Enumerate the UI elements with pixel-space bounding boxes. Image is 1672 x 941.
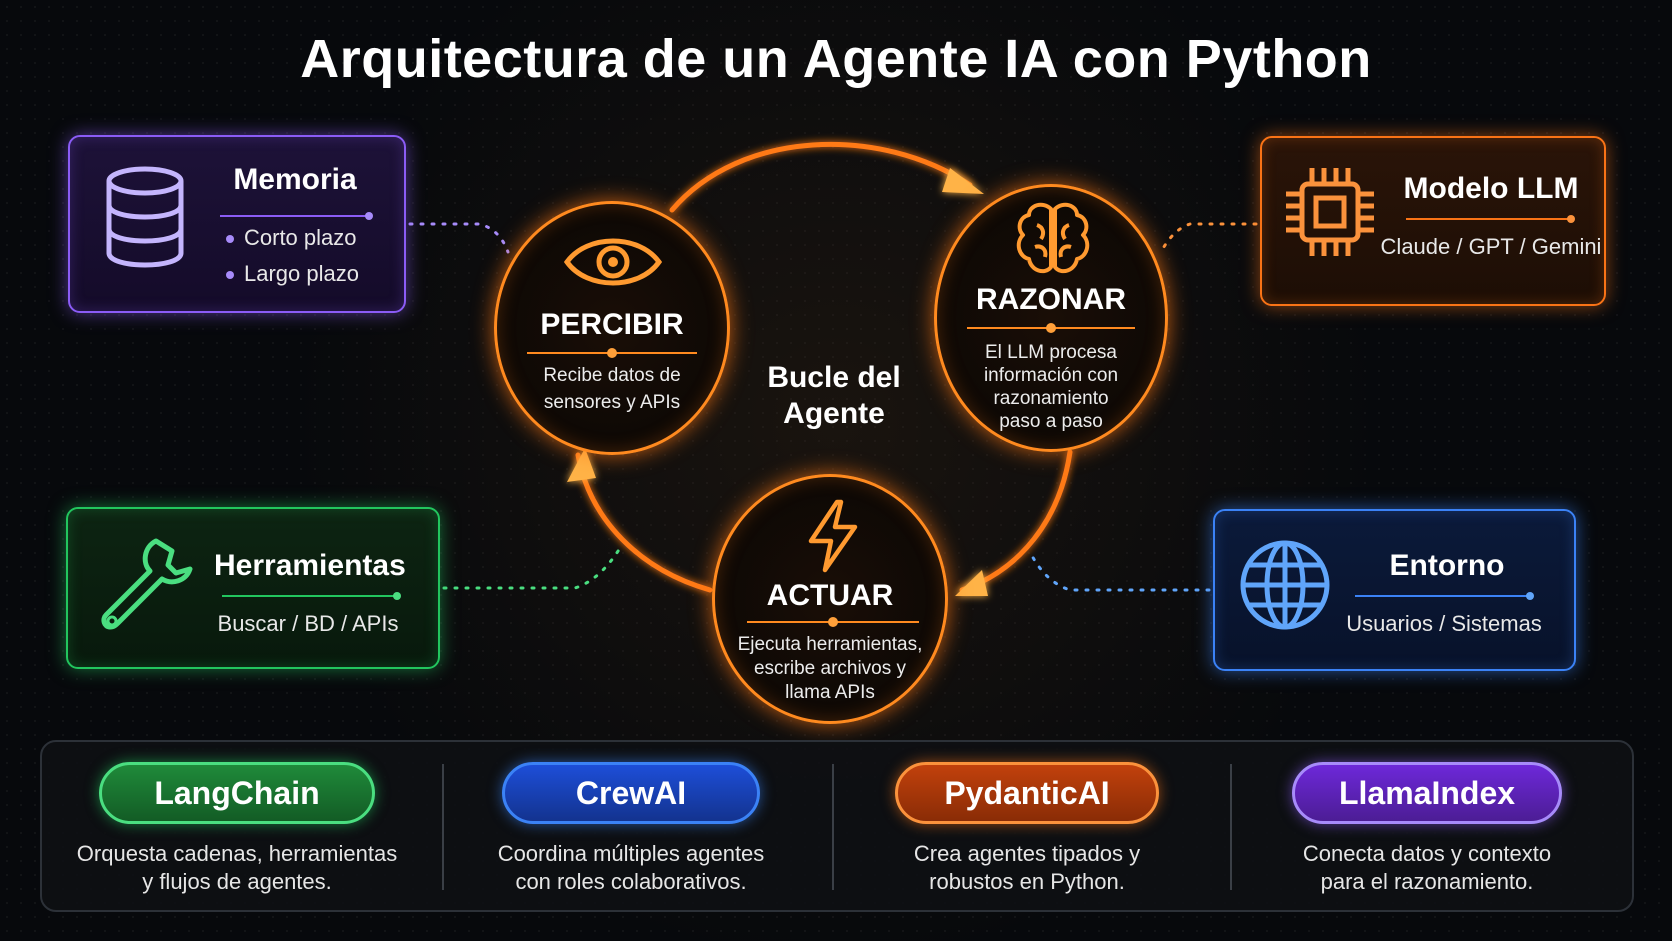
connector-herramientas (442, 546, 622, 590)
separator (442, 764, 444, 890)
herramientas-divider (222, 592, 401, 600)
chip-icon (1286, 168, 1374, 256)
pydanticai-desc-2: robustos en Python. (929, 869, 1125, 894)
crewai-desc-2: con roles colaborativos. (515, 869, 747, 894)
framework-langchain: LangChain Orquesta cadenas, herramientas… (42, 742, 432, 910)
entorno-subtitle: Usuarios / Sistemas (1346, 611, 1542, 636)
connector-memoria (408, 222, 510, 254)
separator (832, 764, 834, 890)
modelo-llm-subtitle: Claude / GPT / Gemini (1380, 234, 1602, 259)
loop-center-label-line2: Agente (783, 397, 885, 430)
llamaindex-badge: LlamaIndex (1292, 762, 1562, 824)
arrowhead-percibir (567, 448, 596, 482)
langchain-desc-1: Orquesta cadenas, herramientas (76, 841, 398, 866)
percibir-desc-1: Recibe datos de (543, 365, 681, 386)
framework-llamaindex: LlamaIndex Conecta datos y contexto para… (1232, 742, 1622, 910)
crewai-badge: CrewAI (502, 762, 760, 824)
globe-icon (1240, 540, 1330, 630)
brain-icon (1016, 202, 1090, 274)
llamaindex-desc-1: Conecta datos y contexto (1302, 841, 1552, 866)
llamaindex-desc-2: para el razonamiento. (1320, 869, 1534, 894)
page-title: Arquitectura de un Agente IA con Python (300, 29, 1372, 89)
loop-center-label-line1: Bucle del (767, 361, 901, 394)
loop-arc-actuar-percibir (575, 452, 713, 593)
razonar-desc-2: información con (983, 365, 1119, 386)
percibir-title: PERCIBIR (540, 308, 684, 341)
langchain-badge: LangChain (99, 762, 375, 824)
eye-icon (563, 238, 663, 286)
memoria-divider (220, 212, 373, 220)
razonar-desc-3: razonamiento (993, 388, 1109, 409)
crewai-desc-1: Coordina múltiples agentes (497, 841, 765, 866)
memoria-item-corto: Corto plazo (226, 225, 357, 251)
actuar-desc-3: llama APIs (785, 682, 875, 703)
node-actuar: ACTUAR Ejecuta herramientas, escribe arc… (712, 474, 948, 724)
node-percibir: PERCIBIR Recibe datos de sensores y APIs (494, 201, 730, 455)
loop-arc-percibir-razonar (669, 142, 973, 213)
arrowhead-razonar (942, 168, 984, 194)
actuar-desc-2: escribe archivos y (753, 658, 907, 679)
herramientas-subtitle: Buscar / BD / APIs (217, 611, 399, 636)
percibir-desc-2: sensores y APIs (543, 392, 681, 413)
langchain-description: Orquesta cadenas, herramientas y flujos … (42, 840, 432, 896)
memoria-box: Memoria Corto plazo Largo plazo (68, 135, 406, 313)
entorno-divider (1355, 592, 1534, 600)
separator (1230, 764, 1232, 890)
modelo-llm-title: Modelo LLM (1403, 172, 1579, 205)
frameworks-panel: LangChain Orquesta cadenas, herramientas… (40, 740, 1634, 912)
actuar-desc-1: Ejecuta herramientas, (737, 634, 923, 655)
pydanticai-desc-1: Crea agentes tipados y (913, 841, 1141, 866)
framework-crewai: CrewAI Coordina múltiples agentes con ro… (436, 742, 826, 910)
framework-pydanticai: PydanticAI Crea agentes tipados y robust… (832, 742, 1222, 910)
node-razonar: RAZONAR El LLM procesa información con r… (934, 184, 1168, 452)
loop-arc-razonar-actuar (959, 449, 1073, 593)
lightning-icon (808, 499, 858, 573)
memoria-title: Memoria (233, 163, 357, 196)
pydanticai-description: Crea agentes tipados y robustos en Pytho… (832, 840, 1222, 896)
herramientas-title: Herramientas (214, 549, 406, 582)
loop-center-label: Bucle del Agente (746, 360, 922, 432)
entorno-box: Entorno Usuarios / Sistemas (1213, 509, 1576, 671)
memoria-item-largo: Largo plazo (226, 261, 359, 287)
pydanticai-badge: PydanticAI (895, 762, 1159, 824)
crewai-description: Coordina múltiples agentes con roles col… (436, 840, 826, 896)
modelo-llm-box: Modelo LLM Claude / GPT / Gemini (1260, 136, 1606, 306)
modelo-llm-divider (1406, 215, 1575, 223)
razonar-desc-1: El LLM procesa (984, 342, 1117, 363)
connector-entorno (1028, 550, 1211, 592)
actuar-title: ACTUAR (766, 579, 894, 612)
actuar-divider (747, 617, 919, 627)
razonar-desc-4: paso a paso (999, 411, 1103, 432)
arrowhead-actuar (955, 570, 988, 596)
razonar-title: RAZONAR (976, 283, 1126, 316)
entorno-title: Entorno (1389, 549, 1505, 582)
langchain-desc-2: y flujos de agentes. (142, 869, 332, 894)
llamaindex-description: Conecta datos y contexto para el razonam… (1232, 840, 1622, 896)
herramientas-box: Herramientas Buscar / BD / APIs (66, 507, 440, 669)
razonar-divider (967, 323, 1135, 333)
database-icon (106, 166, 184, 268)
wrench-icon (101, 538, 193, 630)
connector-modelo-llm (1158, 222, 1258, 256)
percibir-divider (527, 348, 697, 358)
